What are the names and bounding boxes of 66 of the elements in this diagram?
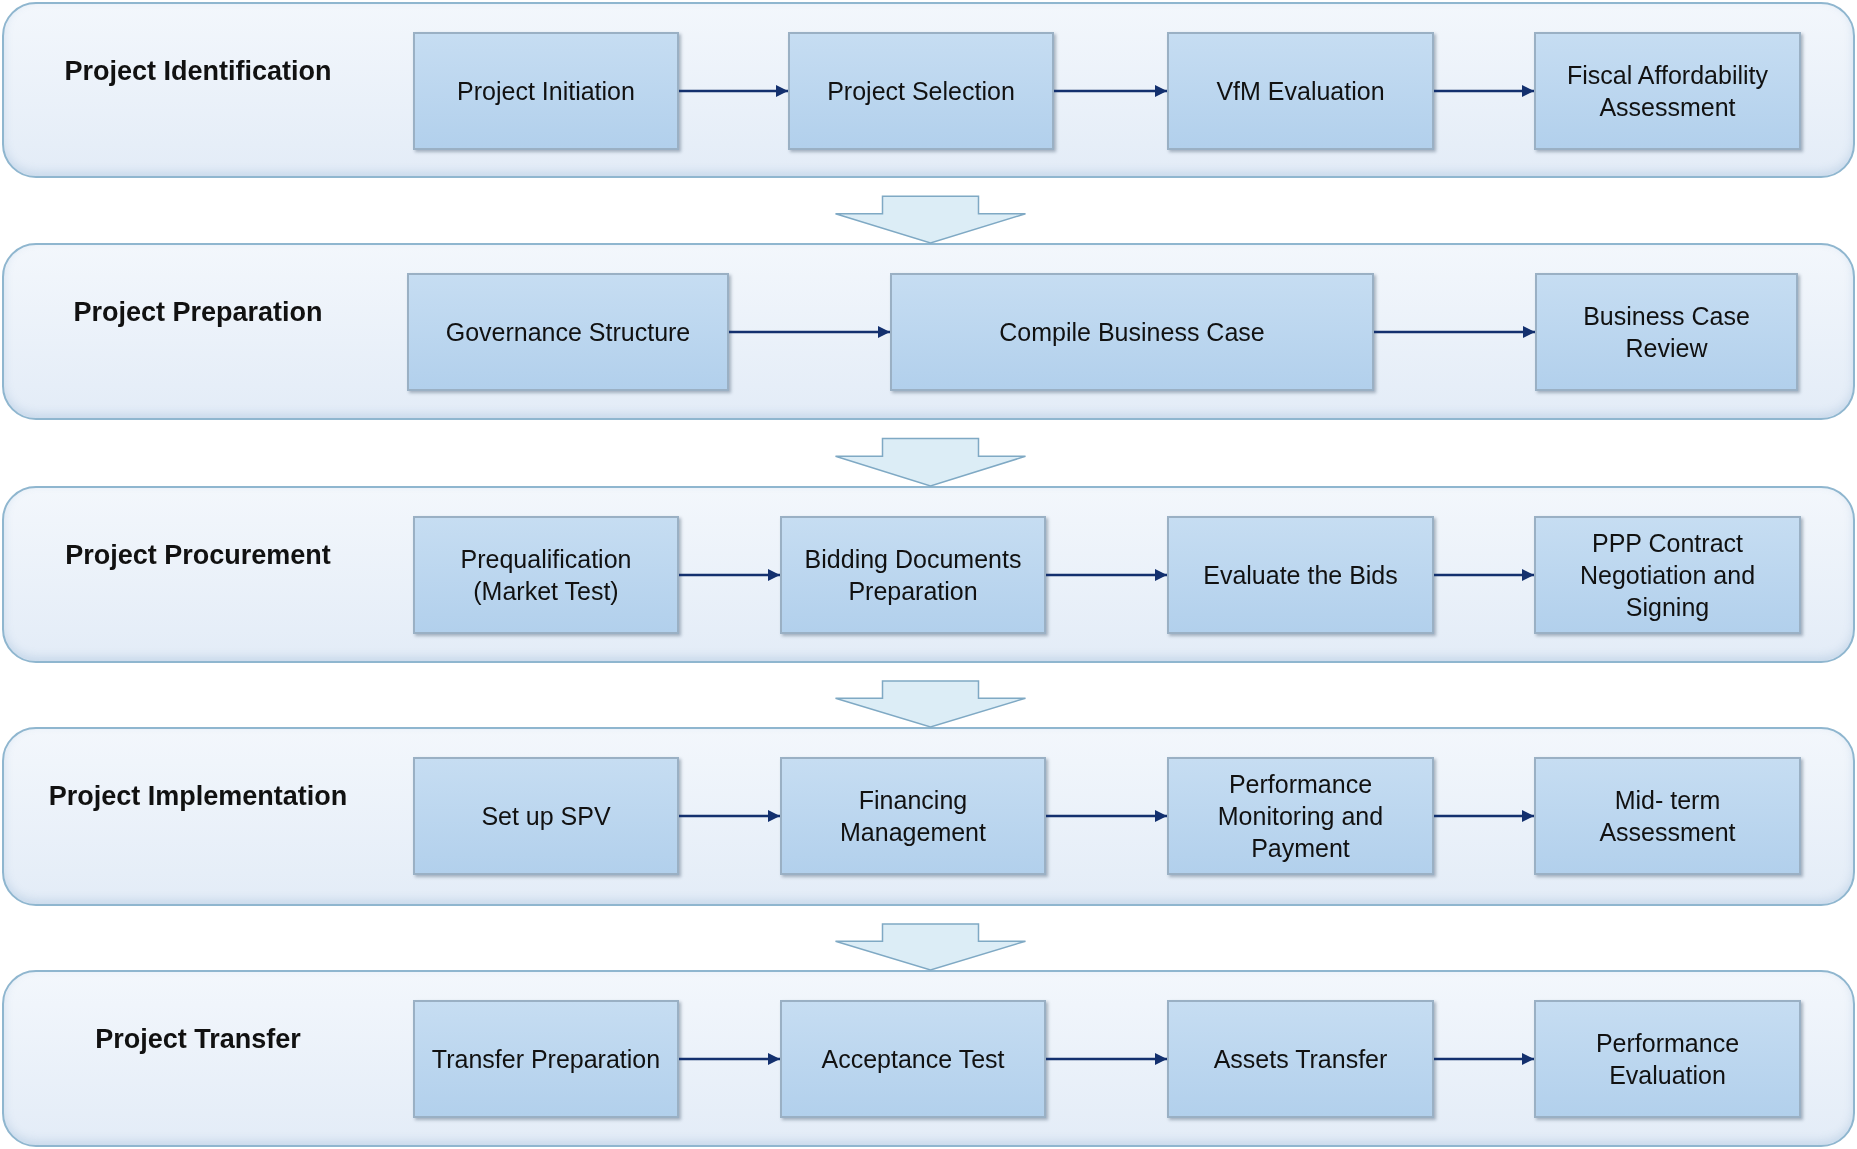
process-box <box>1535 273 1798 391</box>
arrow <box>1434 568 1534 582</box>
box-label: Set up SPV <box>481 801 611 832</box>
process-box <box>1167 516 1434 634</box>
box-label: Fiscal Affordability Assessment <box>1566 60 1769 123</box>
process-box <box>1167 32 1434 150</box>
process-box <box>413 32 679 150</box>
block-arrow <box>834 195 1027 244</box>
process-box <box>1534 1000 1801 1118</box>
box-label: Compile Business Case <box>999 317 1265 348</box>
process-box <box>1167 757 1434 875</box>
box-label: Assets Transfer <box>1213 1044 1388 1075</box>
arrow <box>679 84 788 98</box>
phase-title: Project Procurement <box>64 540 332 571</box>
box-label: Project Initiation <box>457 76 635 107</box>
box-label: Business Case Review <box>1582 301 1751 364</box>
phase-band <box>2 486 1855 663</box>
phase-title: Project Implementation <box>47 781 349 812</box>
arrow <box>679 809 780 823</box>
arrow <box>1434 809 1534 823</box>
phase-band <box>2 970 1855 1147</box>
box-label: Bidding Documents Preparation <box>803 544 1023 607</box>
arrow <box>679 568 780 582</box>
process-box <box>1534 516 1801 634</box>
process-box <box>1167 1000 1434 1118</box>
box-label: VfM Evaluation <box>1216 76 1385 107</box>
arrow <box>1046 568 1167 582</box>
box-label: Performance Evaluation <box>1594 1028 1741 1091</box>
phase-band <box>2 243 1855 420</box>
arrow <box>679 1052 780 1066</box>
box-label: Transfer Preparation <box>431 1044 661 1075</box>
block-arrow <box>834 437 1027 487</box>
process-box <box>890 273 1374 391</box>
process-box <box>413 516 679 634</box>
arrow <box>1434 84 1534 98</box>
arrow <box>1434 1052 1534 1066</box>
box-label: Evaluate the Bids <box>1203 560 1398 591</box>
box-label: Prequalification (Market Test) <box>459 544 633 607</box>
box-label: Financing Management <box>839 785 987 848</box>
process-box <box>780 1000 1046 1118</box>
phase-title: Project Transfer <box>94 1024 302 1055</box>
phase-title: Project Preparation <box>72 297 324 328</box>
process-box <box>780 516 1046 634</box>
box-label: Project Selection <box>827 76 1015 107</box>
process-box <box>780 757 1046 875</box>
phase-band <box>2 727 1855 906</box>
block-arrow <box>834 923 1027 971</box>
process-box <box>413 757 679 875</box>
box-label: Mid- term Assessment <box>1598 785 1737 848</box>
process-box <box>407 273 729 391</box>
box-label: Performance Monitoring and Payment <box>1216 769 1385 864</box>
block-arrow <box>834 680 1027 728</box>
process-box <box>1534 32 1801 150</box>
process-box <box>788 32 1054 150</box>
arrow <box>1046 809 1167 823</box>
arrow <box>1046 1052 1167 1066</box>
arrow <box>1374 325 1535 339</box>
arrow <box>1054 84 1167 98</box>
process-box <box>1534 757 1801 875</box>
process-box <box>413 1000 679 1118</box>
arrow <box>729 325 890 339</box>
phase-band <box>2 2 1855 178</box>
box-label: Governance Structure <box>445 317 691 348</box>
box-label: Acceptance Test <box>821 1044 1005 1075</box>
phase-title: Project Identification <box>63 56 333 87</box>
box-label: PPP Contract Negotiation and Signing <box>1578 528 1757 623</box>
